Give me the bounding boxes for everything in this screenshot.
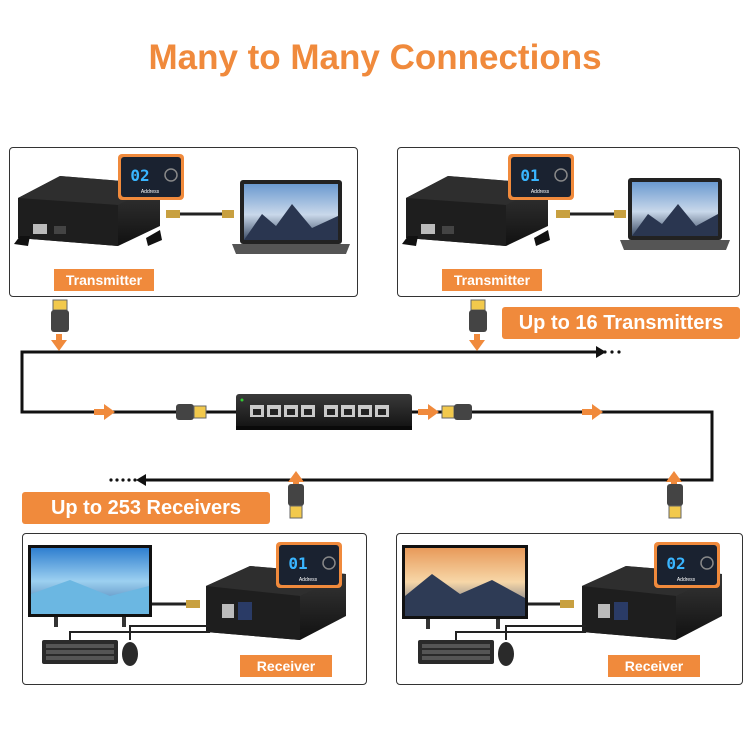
arrow-icon (94, 404, 115, 420)
address-caption: Address (299, 577, 318, 583)
address-caption: Address (141, 189, 160, 195)
ethernet-plug-icon (176, 404, 207, 420)
address-display-tx-left (118, 154, 184, 200)
receiver-label-left: Receiver (240, 655, 332, 677)
address-value: 02 (666, 554, 685, 573)
mouse-icon (498, 642, 514, 666)
arrow-icon (666, 471, 682, 488)
network-switch-icon (236, 394, 412, 430)
arrow-icon (136, 474, 146, 486)
address-display-tx-right (508, 154, 574, 200)
monitor-icon (28, 545, 152, 627)
arrow-icon (596, 346, 606, 358)
ethernet-plug-icon (469, 299, 487, 332)
network-lines (20, 350, 714, 482)
address-caption: Address (531, 189, 550, 195)
keyboard-icon (418, 640, 494, 664)
address-display-rx-right (654, 542, 720, 588)
ethernet-plug-icon (288, 484, 304, 519)
transmitter-label-right: Transmitter (442, 269, 542, 291)
address-value: 02 (130, 166, 149, 185)
keyboard-icon (42, 640, 118, 664)
hdmi-cable-icon (166, 210, 234, 218)
page-title: Many to Many Connections (148, 38, 602, 77)
usb-cable-icon (69, 625, 210, 640)
hdmi-cable-icon (528, 600, 574, 608)
address-value: 01 (288, 554, 307, 573)
flow-arrows (51, 334, 682, 488)
usb-cable-icon (455, 625, 586, 640)
arrow-icon (469, 334, 485, 351)
receivers-callout: Up to 253 Receivers (22, 492, 270, 524)
mouse-icon (122, 642, 138, 666)
ethernet-plug-icon (441, 404, 472, 420)
hdmi-cable-icon (152, 600, 200, 608)
laptop-icon (232, 180, 350, 254)
address-display-rx-left (276, 542, 342, 588)
arrow-icon (288, 471, 304, 488)
address-value: 01 (520, 166, 539, 185)
arrow-icon (582, 404, 603, 420)
hdmi-cable-icon (556, 210, 626, 218)
monitor-icon (402, 545, 528, 629)
arrow-icon (51, 334, 67, 351)
receiver-label-right: Receiver (608, 655, 700, 677)
arrow-icon (418, 404, 439, 420)
laptop-icon (620, 178, 730, 250)
ethernet-plug-icon (667, 484, 683, 519)
address-caption: Address (677, 577, 696, 583)
transmitter-label-left: Transmitter (54, 269, 154, 291)
transmitters-callout: Up to 16 Transmitters (502, 307, 740, 339)
ethernet-plug-icon (51, 299, 69, 332)
